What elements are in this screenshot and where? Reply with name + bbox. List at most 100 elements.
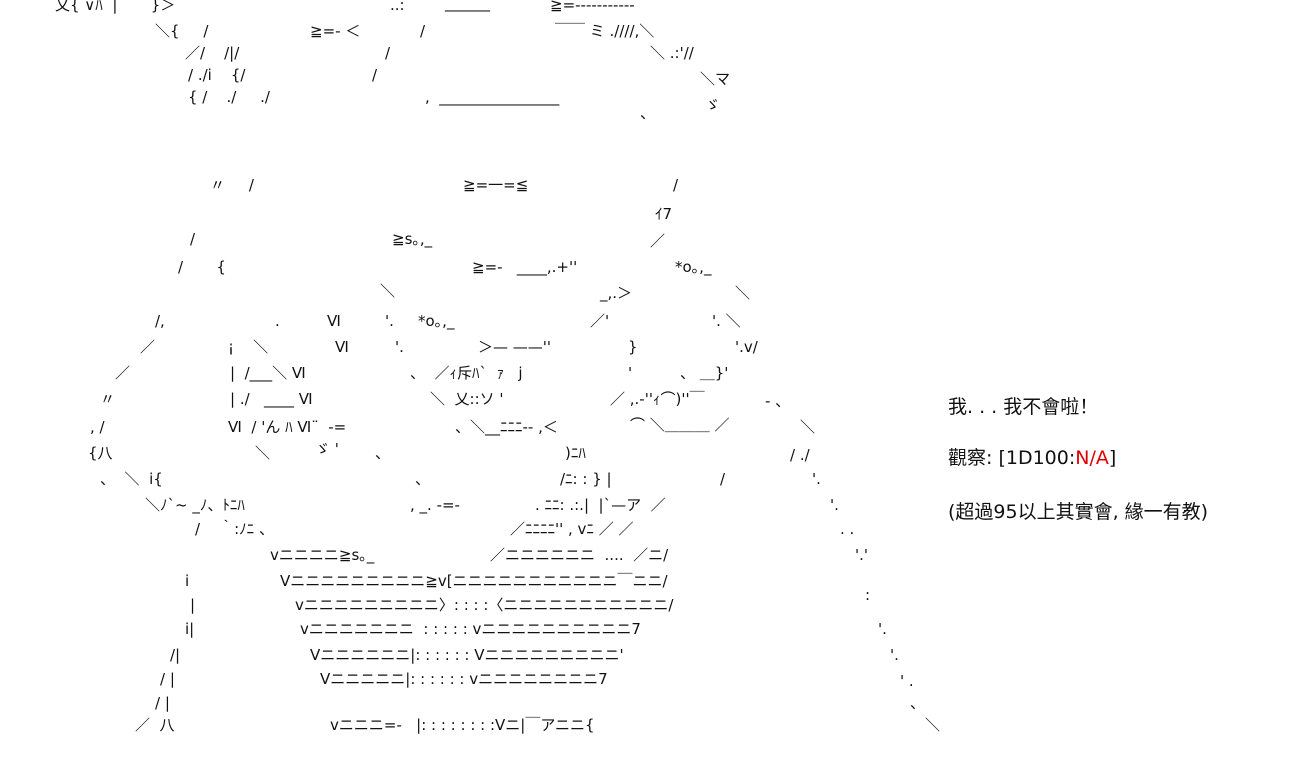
art-fragment: /| [170, 646, 181, 664]
art-fragment: 、 ＼ i{ [100, 470, 163, 488]
art-fragment: ≧=一=≦ [463, 176, 529, 194]
art-fragment: ＼ [255, 444, 271, 462]
art-fragment: 、 [910, 694, 926, 712]
art-fragment: '.' [855, 546, 869, 564]
art-fragment: 〃 / [210, 176, 254, 194]
art-fragment: _,.＞ [600, 284, 633, 302]
art-fragment: vニニニニ≧s｡_ [270, 546, 375, 564]
art-fragment: : [865, 586, 871, 604]
art-fragment: ≧s｡,_ [392, 230, 433, 248]
art-fragment: / [385, 44, 391, 62]
art-fragment: ＼ .:'// [650, 44, 694, 62]
art-fragment: 〃 [100, 390, 116, 408]
art-fragment: / { [178, 258, 226, 276]
art-fragment: 乂{ ∨ﾊ | }＞ [55, 0, 176, 14]
observation-roll: 觀察: [1D100:N/A] [948, 443, 1116, 470]
art-fragment: | /___＼ Ⅵ [230, 364, 306, 382]
art-fragment: ＼ [735, 284, 751, 302]
art-fragment: *о｡,_ [675, 258, 712, 276]
art-fragment: ______ [445, 0, 490, 12]
art-fragment: / [420, 22, 426, 40]
art-fragment: i [185, 572, 190, 590]
roll-result: N/A [1075, 447, 1109, 469]
art-fragment: ＞— ——'' [478, 338, 552, 356]
art-fragment: ＼マ [700, 70, 731, 88]
art-fragment: { / ./ ./ [188, 88, 270, 106]
art-fragment: ＼{ / [155, 22, 209, 40]
art-fragment: ＼ﾉ`~ _ﾉ、ﾄﾆﾊ [145, 496, 245, 514]
art-fragment: / | [155, 694, 170, 712]
art-fragment: ／ 八 [135, 716, 175, 734]
art-fragment: . [275, 312, 280, 330]
art-fragment: ..: [390, 0, 405, 14]
art-fragment: ⌒ ＼＿＿＿ ／ [630, 416, 730, 434]
art-fragment: i| [185, 620, 195, 638]
art-fragment: ／/ /|/ [185, 44, 240, 62]
art-fragment: . . [840, 520, 855, 538]
art-fragment: *о｡,_ [418, 312, 455, 330]
art-fragment: '. [878, 620, 887, 638]
art-fragment: )ﾆﾊ [565, 444, 586, 462]
art-fragment: Ⅵ [327, 312, 341, 330]
art-fragment: vニニニニニニニニニ〉: : : :〈ニニニニニニニニニニニ/ [295, 596, 674, 614]
note-line: (超過95以上其實會, 緣一有教) [948, 501, 1209, 523]
art-fragment: ／ ,.-''ｨ⌒)''￣ [610, 390, 705, 408]
art-fragment: / ｀:ﾉﾆ 、 [195, 520, 274, 538]
art-fragment: ≧=- ＜ [310, 22, 361, 40]
art-fragment: Vニニニニニニニニニ≧v[ニニニニニニニニニニニ￣ニニ/ [280, 572, 668, 590]
art-fragment: ／ [650, 232, 666, 250]
art-fragment: ' . [900, 672, 914, 690]
art-fragment: /, [155, 312, 165, 330]
art-fragment: ￣￣ ミ .////,＼ [555, 22, 655, 40]
art-fragment: . ﾆﾆ: .:.| |`—ア ／ [535, 496, 666, 514]
art-fragment: / ./i {/ [188, 66, 246, 84]
art-fragment: 、 [640, 104, 656, 122]
art-fragment: / [673, 176, 679, 194]
art-fragment: {八 [88, 444, 113, 462]
art-fragment: } [628, 338, 638, 356]
art-fragment: / | [160, 670, 175, 688]
art-fragment: '. [385, 312, 394, 330]
art-fragment: Vニニニニニ|: : : : : : vニニニニニニニニ7 [320, 670, 608, 688]
art-fragment: 、 [415, 470, 431, 488]
art-fragment: '.v/ [735, 338, 758, 356]
ascii-art-illustration: 乂{ ∨ﾊ | }＞..: ______ ≧=----------- ＼{ / ≧=- … [55, 0, 940, 734]
art-fragment: 、＼__ﾆﾆﾆ-- ,＜ [455, 418, 558, 436]
art-fragment: '. [830, 496, 839, 514]
art-fragment: / ./ [790, 446, 810, 464]
art-fragment: vニニニニニニニ : : : : : vニニニニニニニニニニ7 [300, 620, 641, 638]
art-fragment: ¡ ＼ [228, 338, 269, 356]
art-fragment: 、 [375, 444, 391, 462]
art-fragment: - 、 [765, 392, 791, 410]
art-fragment: ＼ [380, 282, 396, 300]
art-fragment: Ⅵ / 'ん ﾊ Ⅵ¨ -= [228, 418, 347, 436]
roll-bracket: ] [1108, 447, 1117, 469]
art-fragment: ／ [140, 338, 156, 356]
art-fragment: '. [395, 338, 404, 356]
art-fragment: , / [90, 418, 105, 436]
art-fragment: '. [890, 646, 899, 664]
art-fragment: ' [628, 364, 633, 382]
art-fragment: ≧=- ____,.+'' [472, 258, 578, 276]
art-fragment: / [372, 66, 378, 84]
art-fragment: , _. -=- [410, 496, 460, 514]
art-fragment: , ________________ [425, 88, 560, 106]
art-fragment: | [190, 596, 196, 614]
art-fragment: ＼ [800, 418, 816, 436]
art-fragment: '. ＼ [712, 312, 741, 330]
art-fragment: Ⅵ [335, 338, 349, 356]
art-fragment: ／ニニニニニニ .... ／ニ/ [490, 546, 669, 564]
art-fragment: '. [812, 470, 821, 488]
art-fragment: / [190, 230, 196, 248]
dialogue-line: 我. . . 我不會啦！ [948, 396, 1099, 418]
art-fragment: ＼ 乂::ソ ' [430, 390, 504, 408]
art-fragment: ゞ ' [315, 440, 339, 458]
art-fragment: ≧=----------- [550, 0, 635, 14]
art-fragment: vニニニ=- |: : : : : : : :Vニ|￣アニニ{ [330, 716, 595, 734]
art-fragment: ＼ [925, 716, 941, 734]
art-fragment: | ./ ____ Ⅵ [230, 390, 313, 408]
art-fragment: / [720, 470, 726, 488]
art-fragment: ｲ7 [655, 205, 673, 223]
art-fragment: ／ [115, 364, 131, 382]
art-fragment: ゞ [705, 96, 721, 114]
